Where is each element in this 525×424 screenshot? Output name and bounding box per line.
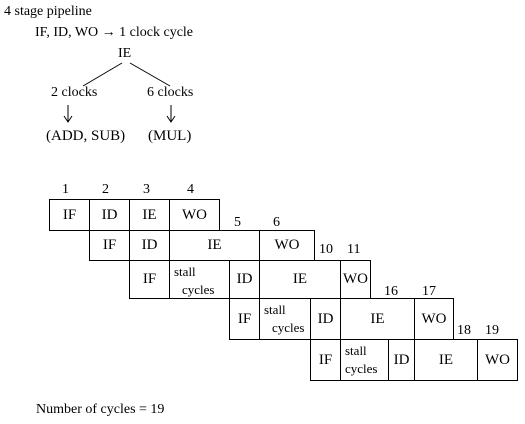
tree-left-ops: (ADD, SUB): [46, 128, 126, 144]
cycle-number: 2: [102, 182, 109, 197]
stage-wo: WO: [477, 339, 518, 381]
stage-ie: IE: [129, 199, 170, 231]
stage-ie: IE: [259, 260, 341, 299]
cycle-number: 19: [485, 323, 499, 338]
stage-id: ID: [89, 199, 130, 231]
stage-id: ID: [310, 298, 341, 340]
cycle-number: 16: [384, 284, 398, 299]
stage-if: IF: [89, 230, 130, 261]
total-cycles-text: Number of cycles = 19: [36, 402, 165, 417]
stall-label: cycles: [345, 361, 378, 376]
cycle-number: 5: [234, 215, 241, 230]
stage-wo: WO: [169, 199, 220, 231]
cycle-number: 3: [143, 182, 150, 197]
diagram-title: 4 stage pipeline: [4, 4, 92, 19]
cycle-number: 17: [422, 284, 436, 299]
stage-if: IF: [49, 199, 90, 231]
tree-right-branch: [129, 62, 171, 87]
stage-ie: IE: [169, 230, 260, 261]
stage-wo: WO: [414, 298, 454, 340]
stall-label: cycles: [272, 320, 305, 335]
stage-if: IF: [310, 339, 341, 381]
tree-root-ie: IE: [118, 46, 132, 61]
stall-cycles-cell: stall cycles: [259, 298, 311, 340]
stage-if: IF: [129, 260, 170, 299]
cycle-number: 11: [347, 242, 361, 257]
stall-cycles-cell: stall cycles: [169, 260, 230, 299]
cycle-number: 6: [273, 215, 280, 230]
cycle-number: 18: [457, 323, 471, 338]
tree-right-label: 6 clocks: [147, 85, 194, 100]
cycle-number: 1: [62, 182, 69, 197]
stall-label: stall: [174, 264, 196, 279]
stage-ie: IE: [414, 339, 478, 381]
stage-ie: IE: [340, 298, 415, 340]
left-arrow-head: [63, 115, 73, 123]
stage-wo: WO: [340, 260, 371, 299]
cycle-number: 10: [319, 242, 333, 257]
stall-label: cycles: [182, 282, 215, 297]
right-arrow-head: [166, 115, 176, 123]
stage-id: ID: [229, 260, 260, 299]
stage-wo: WO: [259, 230, 315, 261]
tree-left-branch: [82, 62, 123, 87]
stage-id: ID: [388, 339, 415, 381]
stall-cycles-cell: stall cycles: [340, 339, 389, 381]
stage-if: IF: [229, 298, 260, 340]
stage-id: ID: [129, 230, 170, 261]
cycle-number: 4: [187, 182, 194, 197]
stall-label: stall: [345, 343, 367, 358]
stall-label: stall: [264, 302, 286, 317]
diagram-subtitle: IF, ID, WO → 1 clock cycle: [35, 25, 194, 40]
tree-left-label: 2 clocks: [51, 85, 98, 100]
tree-right-ops: (MUL): [148, 128, 192, 144]
